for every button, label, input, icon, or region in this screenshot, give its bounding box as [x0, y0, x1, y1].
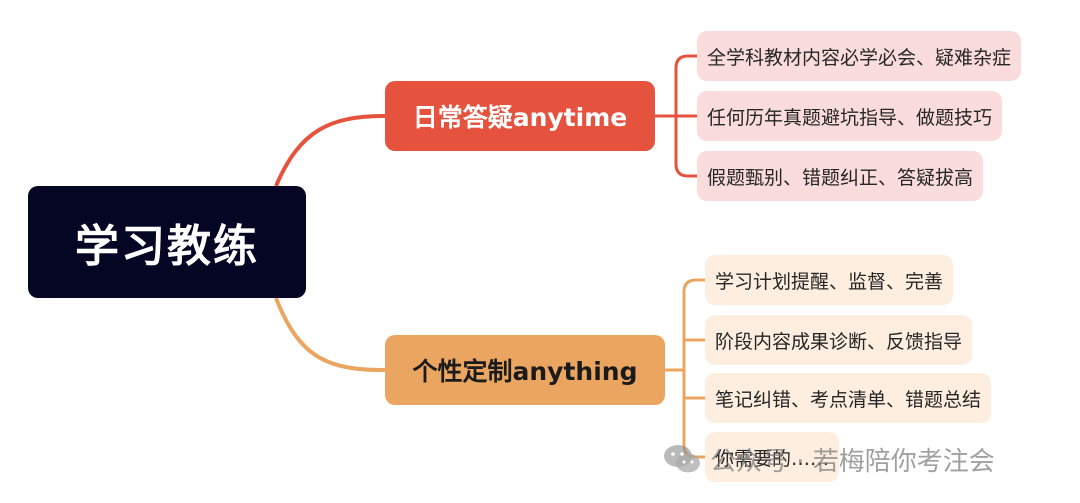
- leaf-node: 假题甄别、错题纠正、答疑拔高: [697, 151, 984, 201]
- watermark: 公众号 · 若梅陪你考注会: [662, 436, 995, 482]
- connector-root-branch-2: [274, 297, 386, 372]
- connector-root-branch-1: [274, 114, 386, 187]
- root-node: 学习教练: [28, 186, 306, 298]
- connector-branch-2-leaves: [665, 278, 705, 459]
- branch-node-daily-qa: 日常答疑anytime: [385, 81, 655, 151]
- watermark-text: 公众号 · 若梅陪你考注会: [710, 446, 995, 477]
- leaf-node: 阶段内容成果诊断、反馈指导: [705, 315, 973, 365]
- leaf-node: 学习计划提醒、监督、完善: [705, 255, 954, 305]
- connector-branch-1-leaves: [655, 54, 697, 178]
- leaf-node: 你需要的……: [705, 432, 840, 482]
- leaf-node: 笔记纠错、考点清单、错题总结: [705, 373, 992, 423]
- leaf-node: 全学科教材内容必学必会、疑难杂症: [697, 31, 1022, 81]
- branch-node-custom: 个性定制anything: [385, 335, 665, 405]
- wechat-icon: [664, 445, 700, 473]
- leaf-node: 任何历年真题避坑指导、做题技巧: [697, 91, 1003, 141]
